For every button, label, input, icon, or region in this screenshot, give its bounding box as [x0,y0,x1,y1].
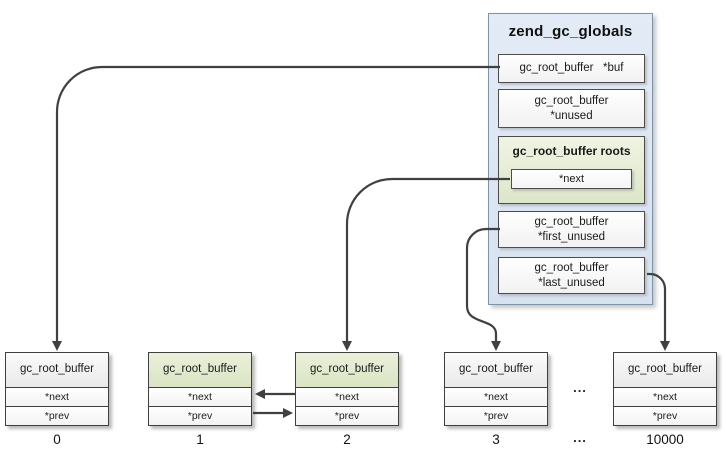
buffer-prev-field: *prev [149,406,251,425]
last-unused-field-type: gc_root_buffer [534,262,609,274]
buffer-index-label: 10000 [646,432,684,447]
ellipsis-indices: ... [573,430,587,445]
buffer-prev-field: *prev [614,406,716,425]
buffer-node-box: gc_root_buffer *next *prev [5,352,109,426]
pointer-buf-to-node-0 [52,65,500,351]
unused-field-type: gc_root_buffer [534,95,609,107]
buffer-node-0: gc_root_buffer *next *prev 0 [5,352,109,447]
buffer-node-title: gc_root_buffer [614,353,716,387]
ellipsis-nodes: ... [573,380,587,395]
buffer-node-box: gc_root_buffer *next *prev [295,352,399,426]
roots-field-title: gc_root_buffer roots [512,144,631,158]
first-unused-field: gc_root_buffer *first_unused [498,211,645,248]
buffer-node-box: gc_root_buffer *next *prev [148,352,252,426]
roots-next-field: *next [511,169,632,189]
buffer-prev-field: *prev [445,406,547,425]
buffer-next-field: *next [149,387,251,406]
roots-field: gc_root_buffer roots *next [498,136,645,204]
unused-field: gc_root_buffer *unused [498,89,645,128]
buffer-prev-field: *prev [296,406,398,425]
buffer-node-title: gc_root_buffer [6,353,108,387]
pointer-roots-next-to-node-2 [342,177,510,351]
buffer-index-label: 1 [196,432,204,447]
buffer-node-box: gc_root_buffer *next *prev [613,352,717,426]
last-unused-field: gc_root_buffer *last_unused [498,257,645,294]
buffer-node-1: gc_root_buffer *next *prev 1 [148,352,252,447]
buffer-next-field: *next [445,387,547,406]
buffer-node-10000: gc_root_buffer *next *prev 10000 [613,352,717,447]
buffer-node-title: gc_root_buffer [149,353,251,387]
first-unused-field-name: *first_unused [537,231,606,243]
buffer-node-3: gc_root_buffer *next *prev 3 [444,352,548,447]
buffer-node-box: gc_root_buffer *next *prev [444,352,548,426]
buf-field: gc_root_buffer *buf [498,54,645,83]
last-unused-field-name: *last_unused [538,277,605,289]
buffer-next-field: *next [296,387,398,406]
zend-gc-globals-title: zend_gc_globals [508,23,633,40]
buffer-node-title: gc_root_buffer [445,353,547,387]
buffer-index-label: 3 [492,432,500,447]
zend-gc-globals-container: zend_gc_globals gc_root_buffer *buf gc_r… [488,13,653,305]
buffer-index-label: 2 [343,432,351,447]
buffer-next-field: *next [6,387,108,406]
buffer-node-title: gc_root_buffer [296,353,398,387]
buffer-prev-field: *prev [6,406,108,425]
buffer-node-2: gc_root_buffer *next *prev 2 [295,352,399,447]
first-unused-field-type: gc_root_buffer [534,216,609,228]
buffer-next-field: *next [614,387,716,406]
buffer-index-label: 0 [53,432,61,447]
unused-field-name: *unused [550,110,593,122]
